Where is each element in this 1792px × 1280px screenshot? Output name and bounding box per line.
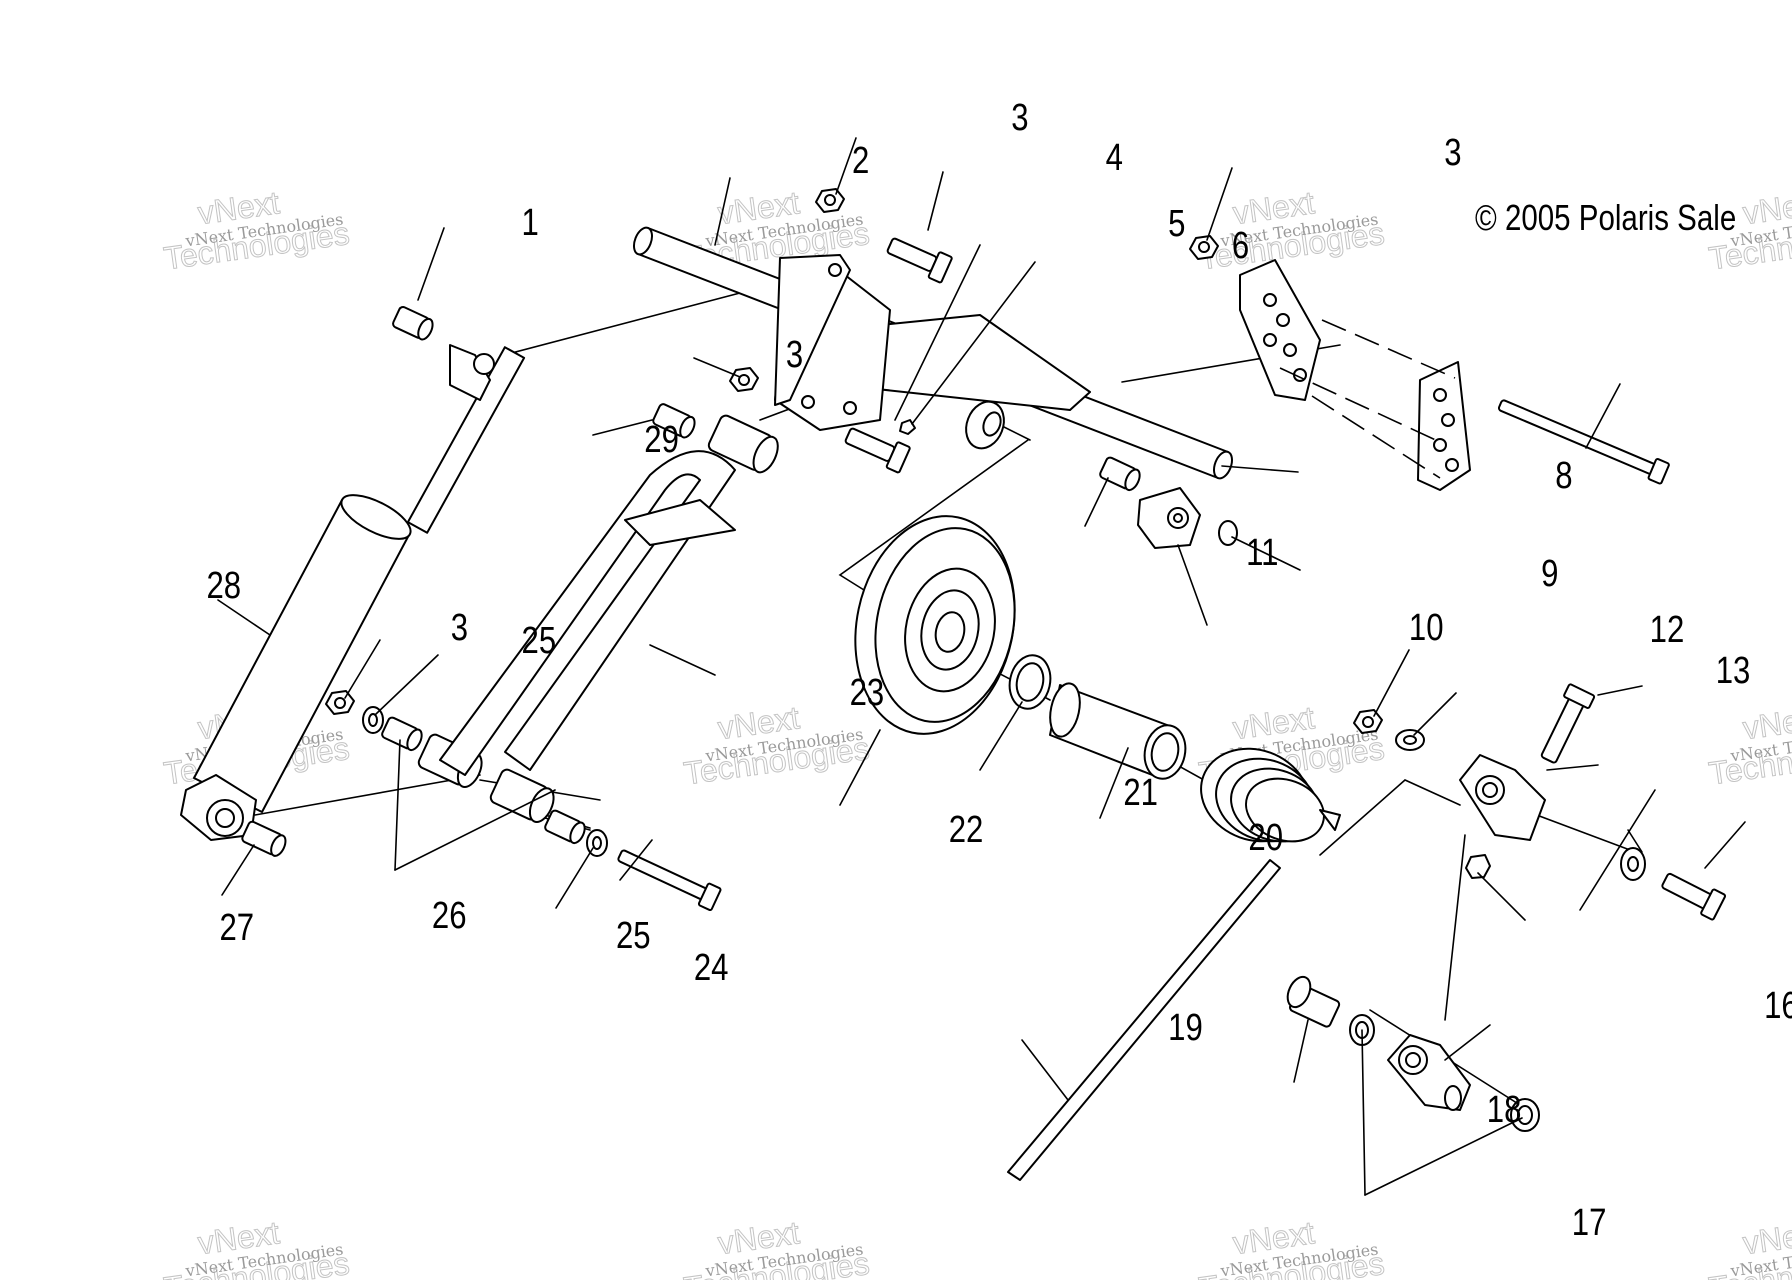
- callout-1: 1: [522, 202, 539, 244]
- callout-3-top: 3: [1011, 97, 1028, 139]
- callout-28: 28: [207, 565, 242, 607]
- part-front-arm-u: [439, 450, 736, 776]
- callout-27: 27: [219, 907, 254, 949]
- callout-29: 29: [644, 419, 679, 461]
- callout-11: 11: [1246, 532, 1278, 574]
- part-rear-mount-brackets: [1239, 259, 1471, 491]
- callout-20: 20: [1248, 817, 1283, 859]
- callout-18: 18: [1487, 1089, 1522, 1131]
- part-washers: [362, 520, 1646, 1132]
- callout-3-left: 3: [451, 607, 468, 649]
- callout-19: 19: [1168, 1007, 1203, 1049]
- callout-23: 23: [850, 672, 885, 714]
- callout-9: 9: [1541, 553, 1558, 595]
- part-front-arm-shaft: [633, 226, 1233, 480]
- callout-13-top: 13: [1716, 650, 1751, 692]
- part-idler-hub: [1137, 487, 1201, 549]
- callout-25-bottom: 25: [616, 915, 651, 957]
- callout-10: 10: [1409, 607, 1444, 649]
- part-idler-wheel: [854, 515, 1016, 735]
- callout-26: 26: [432, 895, 467, 937]
- callout-22: 22: [949, 809, 984, 851]
- callout-3-right-top: 3: [1444, 132, 1461, 174]
- leader-lines: [217, 137, 1746, 1196]
- part-spring-arms: [1387, 754, 1546, 1111]
- callout-6: 6: [1232, 225, 1249, 267]
- part-bolts: [617, 237, 1727, 921]
- callout-21: 21: [1123, 772, 1158, 814]
- callout-3-mid: 3: [786, 334, 803, 376]
- part-bushings: [241, 306, 1341, 1028]
- callout-17: 17: [1572, 1202, 1607, 1244]
- copyright-text: © 2005 Polaris Sale: [1475, 197, 1736, 237]
- callout-4: 4: [1106, 137, 1123, 179]
- callout-12: 12: [1650, 609, 1685, 651]
- callout-labels: 1 2 3 3 3 3 3 4 5 5 6 7 8 9 10 11 12 13 …: [207, 97, 1792, 1244]
- callout-16: 16: [1764, 985, 1792, 1027]
- part-shock-absorber: [180, 344, 526, 841]
- callout-5-top: 5: [1168, 203, 1185, 245]
- callout-25-top: 25: [522, 620, 557, 662]
- part-torsion-spring: [1007, 747, 1341, 1181]
- callout-24: 24: [694, 947, 729, 989]
- part-spacer-tube: [1049, 682, 1187, 780]
- callout-2: 2: [852, 140, 869, 182]
- callout-8: 8: [1555, 455, 1572, 497]
